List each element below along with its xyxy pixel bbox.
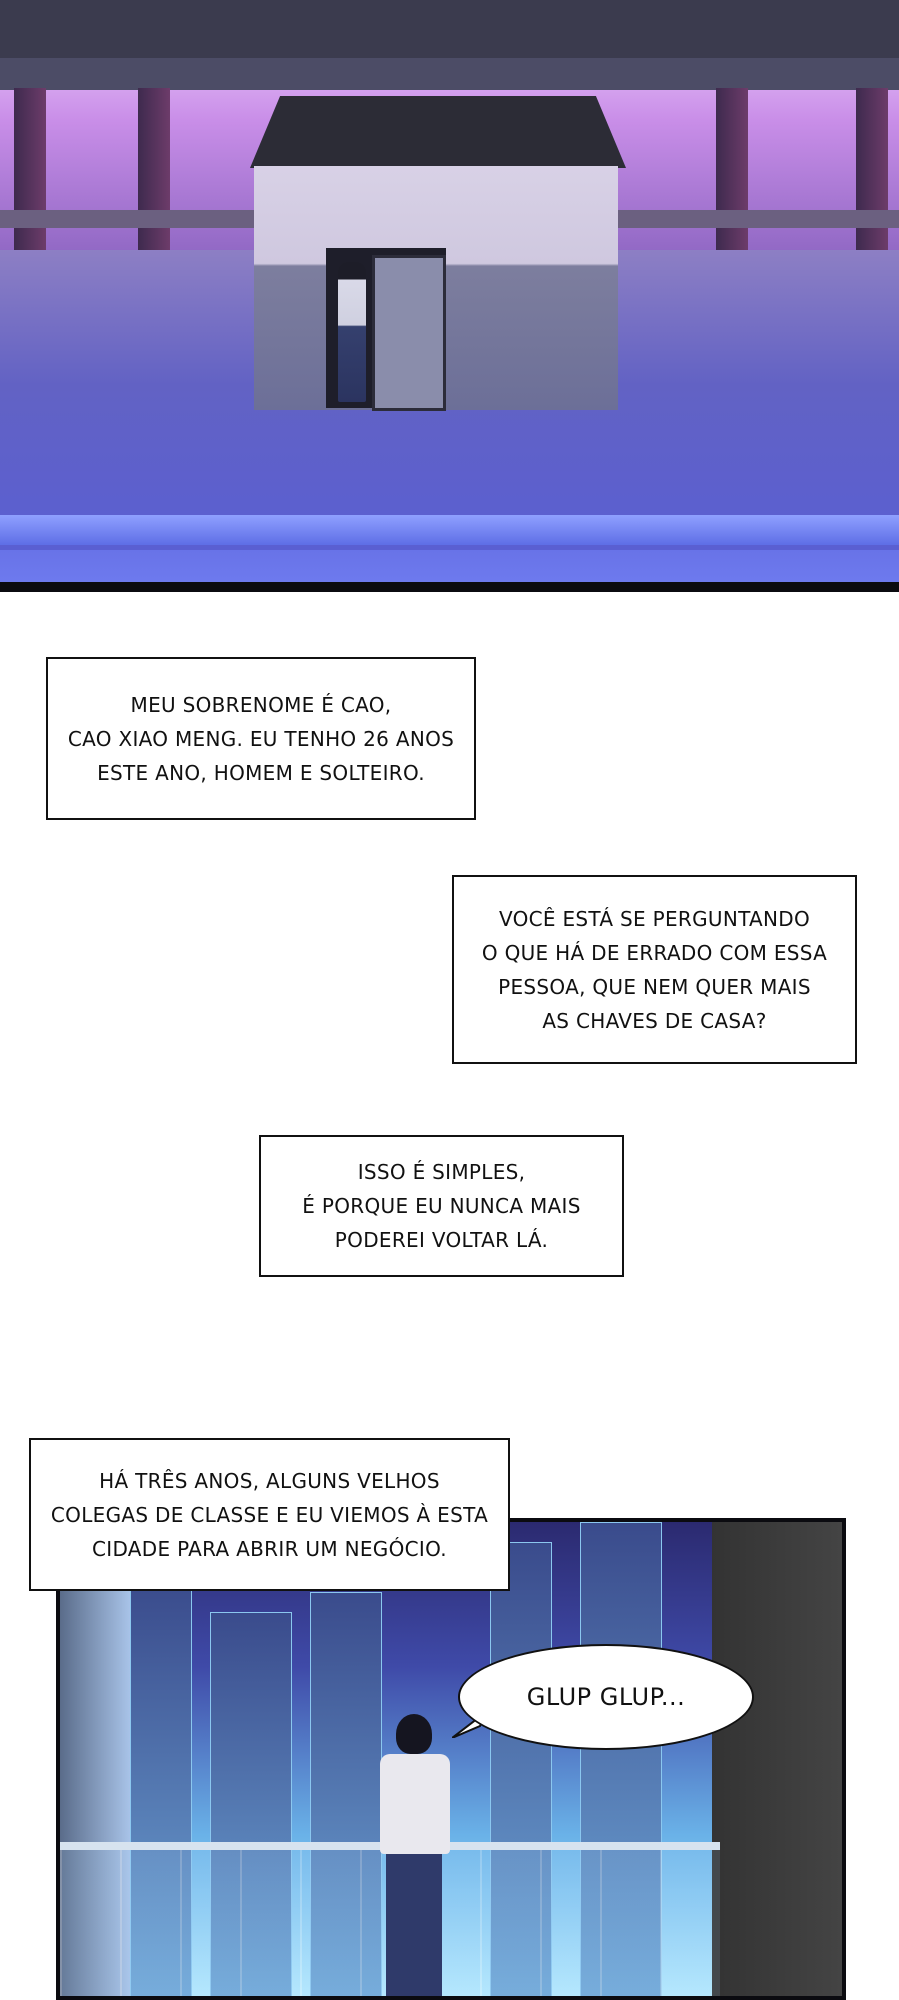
man-jeans [386,1854,442,1996]
shed-roof [250,96,626,168]
man-head [396,1714,432,1754]
man-drinking [370,1714,460,1996]
speech-text: GLUP GLUP... [526,1683,686,1711]
caption-text: VOCÊ ESTÁ SE PERGUNTANDO O QUE HÁ DE ERR… [481,906,828,1033]
open-door [372,255,446,411]
caption-box-three-years: HÁ TRÊS ANOS, ALGUNS VELHOS COLEGAS DE C… [29,1438,510,1591]
caption-box-simple: ISSO É SIMPLES, É PORQUE EU NUNCA MAIS P… [259,1135,624,1277]
right-concrete-wall [712,1522,842,1996]
caption-text: MEU SOBRENOME É CAO, CAO XIAO MENG. EU T… [67,692,455,785]
skyscraper [490,1542,552,1996]
caption-text: HÁ TRÊS ANOS, ALGUNS VELHOS COLEGAS DE C… [50,1468,489,1561]
caption-box-surname: MEU SOBRENOME É CAO, CAO XIAO MENG. EU T… [46,657,476,820]
left-building-wall [60,1562,130,1996]
caption-text: ISSO É SIMPLES, É PORQUE EU NUNCA MAIS P… [302,1160,581,1252]
man-shirt [380,1754,450,1854]
skyscraper [210,1612,292,1996]
caption-box-wondering: VOCÊ ESTÁ SE PERGUNTANDO O QUE HÁ DE ERR… [452,875,857,1064]
roof-beam [0,0,899,58]
skyscraper [130,1582,192,1996]
rooftop-panel [0,0,899,592]
man-in-doorway [338,262,366,402]
skyscraper [580,1522,662,1996]
city-balcony-panel [56,1518,846,2000]
rooftop-ledge [0,515,899,545]
roof-beam-lower [0,58,899,90]
speech-bubble: GLUP GLUP... [458,1644,754,1750]
panel-border [0,582,899,592]
